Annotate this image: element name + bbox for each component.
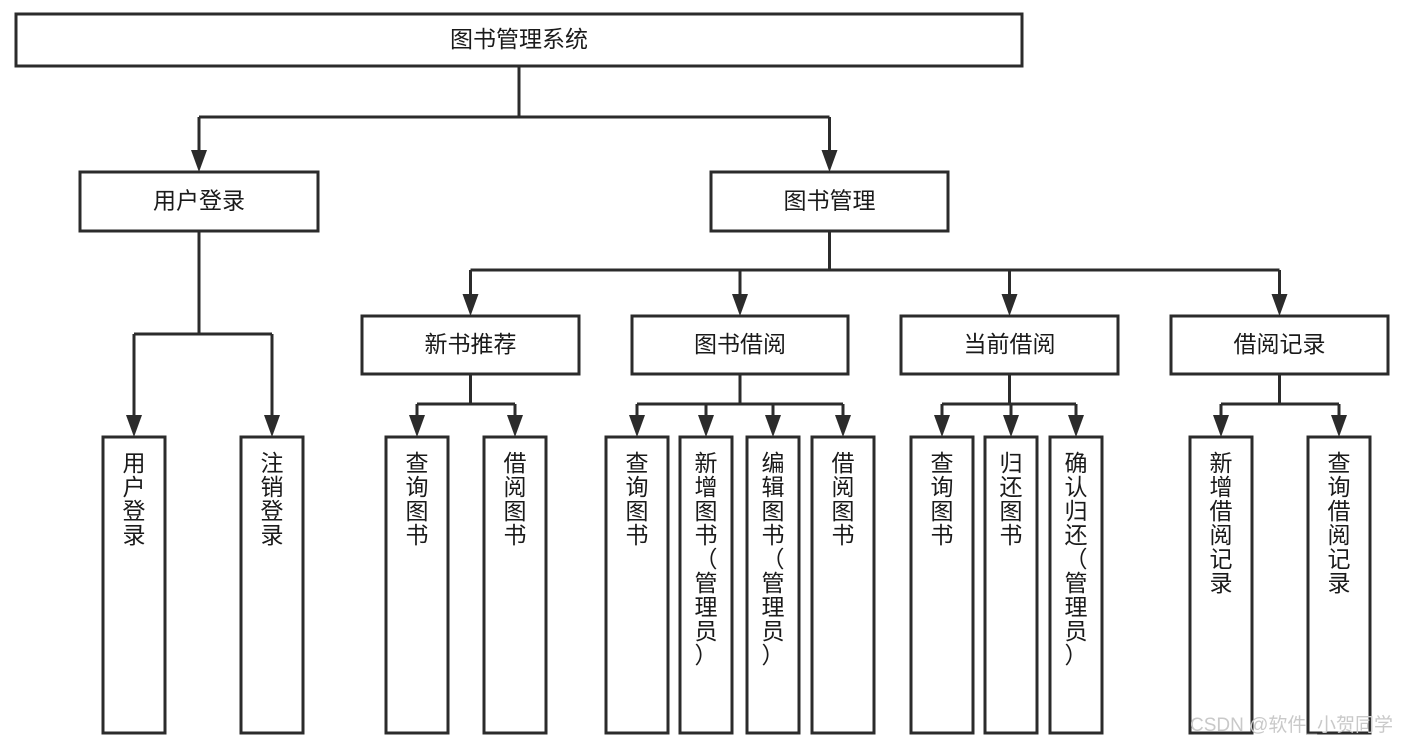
node-leaf-query-record[interactable]: 查询借阅记录 [1306, 435, 1372, 735]
node-label: 图书借阅 [694, 331, 786, 357]
node-box[interactable] [630, 314, 850, 376]
arrow-down-icon [191, 150, 207, 172]
node-label: 确认归还（管理员） [1065, 450, 1088, 668]
arrow-down-icon [629, 415, 645, 437]
node-box[interactable] [78, 170, 320, 233]
arrow-down-icon [835, 415, 851, 437]
arrow-down-icon [934, 415, 950, 437]
node-label: 查询借阅记录 [1328, 450, 1351, 596]
arrow-down-icon [821, 150, 838, 172]
node-label: 用户登录 [153, 188, 245, 214]
node-leaf-user-login[interactable]: 用户登录 [101, 435, 167, 735]
node-book-borrow[interactable]: 图书借阅 [630, 314, 850, 376]
node-label: 借阅记录 [1234, 331, 1326, 357]
node-box[interactable] [384, 435, 450, 735]
node-box[interactable] [1048, 435, 1104, 735]
node-leaf-borrow-book-2[interactable]: 借阅图书 [810, 435, 876, 735]
node-label: 借阅图书 [504, 450, 527, 548]
node-box[interactable] [360, 314, 581, 376]
node-label: 新书推荐 [425, 331, 517, 357]
node-label: 查询图书 [931, 450, 954, 548]
node-label: 新增图书（管理员） [695, 450, 718, 668]
node-label: 用户登录 [123, 450, 146, 548]
node-leaf-edit-book[interactable]: 编辑图书（管理员） [745, 435, 801, 735]
arrow-down-icon [1271, 294, 1288, 316]
arrow-down-icon [698, 415, 714, 437]
node-box[interactable] [983, 435, 1039, 735]
node-new-book-recommend[interactable]: 新书推荐 [360, 314, 581, 376]
arrow-down-icon [507, 415, 523, 437]
node-box[interactable] [810, 435, 876, 735]
node-box[interactable] [482, 435, 548, 735]
arrow-down-icon [264, 415, 280, 437]
node-root[interactable]: 图书管理系统 [14, 12, 1024, 68]
node-box[interactable] [678, 435, 734, 735]
node-box[interactable] [101, 435, 167, 735]
node-label: 当前借阅 [964, 331, 1056, 357]
arrow-down-icon [409, 415, 425, 437]
node-box[interactable] [14, 12, 1024, 68]
arrow-down-icon [1068, 415, 1084, 437]
node-user-login[interactable]: 用户登录 [78, 170, 320, 233]
node-leaf-borrow-book-1[interactable]: 借阅图书 [482, 435, 548, 735]
node-leaf-confirm-return[interactable]: 确认归还（管理员） [1048, 435, 1104, 735]
node-book-management[interactable]: 图书管理 [709, 170, 950, 233]
node-box[interactable] [745, 435, 801, 735]
node-box[interactable] [1306, 435, 1372, 735]
arrow-down-icon [1001, 294, 1018, 316]
node-box[interactable] [1188, 435, 1254, 735]
node-label: 编辑图书（管理员） [762, 450, 785, 668]
arrow-down-icon [1331, 415, 1347, 437]
node-leaf-query-book-1[interactable]: 查询图书 [384, 435, 450, 735]
node-leaf-return-book[interactable]: 归还图书 [983, 435, 1039, 735]
arrow-down-icon [462, 294, 479, 316]
node-label: 借阅图书 [832, 450, 855, 548]
node-leaf-add-book[interactable]: 新增图书（管理员） [678, 435, 734, 735]
node-current-borrow[interactable]: 当前借阅 [899, 314, 1120, 376]
node-label: 归还图书 [1000, 450, 1023, 548]
node-box[interactable] [709, 170, 950, 233]
node-box[interactable] [909, 435, 975, 735]
node-box[interactable] [1169, 314, 1390, 376]
node-label: 查询图书 [626, 450, 649, 548]
arrow-down-icon [732, 294, 748, 316]
nodes-layer: 图书管理系统用户登录图书管理新书推荐图书借阅当前借阅借阅记录用户登录注销登录查询… [14, 12, 1390, 735]
arrow-down-icon [1213, 415, 1229, 437]
node-label: 注销登录 [261, 450, 284, 548]
node-label: 图书管理 [784, 188, 876, 214]
node-box[interactable] [899, 314, 1120, 376]
node-borrow-record[interactable]: 借阅记录 [1169, 314, 1390, 376]
node-label: 新增借阅记录 [1210, 450, 1233, 596]
node-leaf-query-book-2[interactable]: 查询图书 [604, 435, 670, 735]
connectors-layer [126, 66, 1347, 437]
node-label: 图书管理系统 [450, 26, 588, 52]
arrow-down-icon [126, 415, 142, 437]
node-label: 查询图书 [406, 450, 429, 548]
arrow-down-icon [765, 415, 781, 437]
csdn-watermark: CSDN @软件_小贺同学 [1190, 714, 1393, 736]
node-leaf-logout-login[interactable]: 注销登录 [239, 435, 305, 735]
node-leaf-add-record[interactable]: 新增借阅记录 [1188, 435, 1254, 735]
node-box[interactable] [604, 435, 670, 735]
arrow-down-icon [1003, 415, 1019, 437]
node-box[interactable] [239, 435, 305, 735]
node-leaf-query-book-3[interactable]: 查询图书 [909, 435, 975, 735]
